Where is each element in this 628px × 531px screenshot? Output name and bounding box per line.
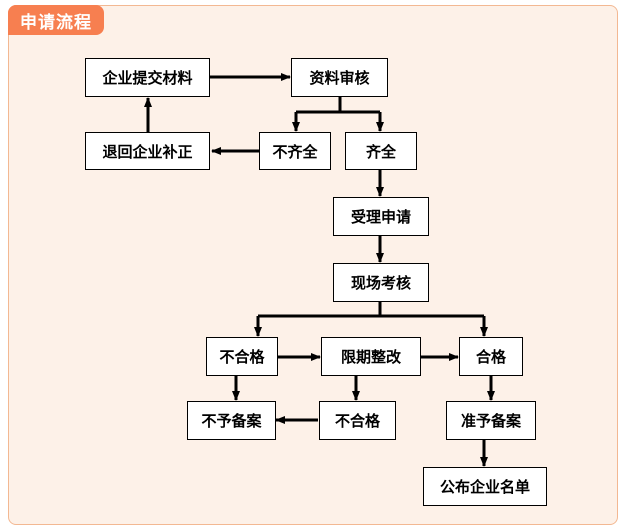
node-onsite-inspection: 现场考核 [333,263,429,302]
node-submit-materials: 企业提交材料 [85,58,210,97]
node-reject-filing: 不予备案 [187,401,276,440]
node-complete: 齐全 [345,132,417,170]
node-publish-list: 公布企业名单 [423,467,547,506]
node-return-for-correction: 退回企业补正 [85,132,210,170]
node-incomplete: 不齐全 [259,132,331,170]
node-approve-filing: 准予备案 [446,401,536,440]
node-fail-inspection: 不合格 [206,337,278,376]
node-rectify-deadline: 限期整改 [321,337,421,376]
node-pass: 合格 [459,337,523,376]
node-document-review: 资料审核 [291,58,388,97]
node-fail-rectification: 不合格 [319,401,396,440]
section-title-tab: 申请流程 [8,5,104,35]
node-accept-application: 受理申请 [333,197,429,236]
